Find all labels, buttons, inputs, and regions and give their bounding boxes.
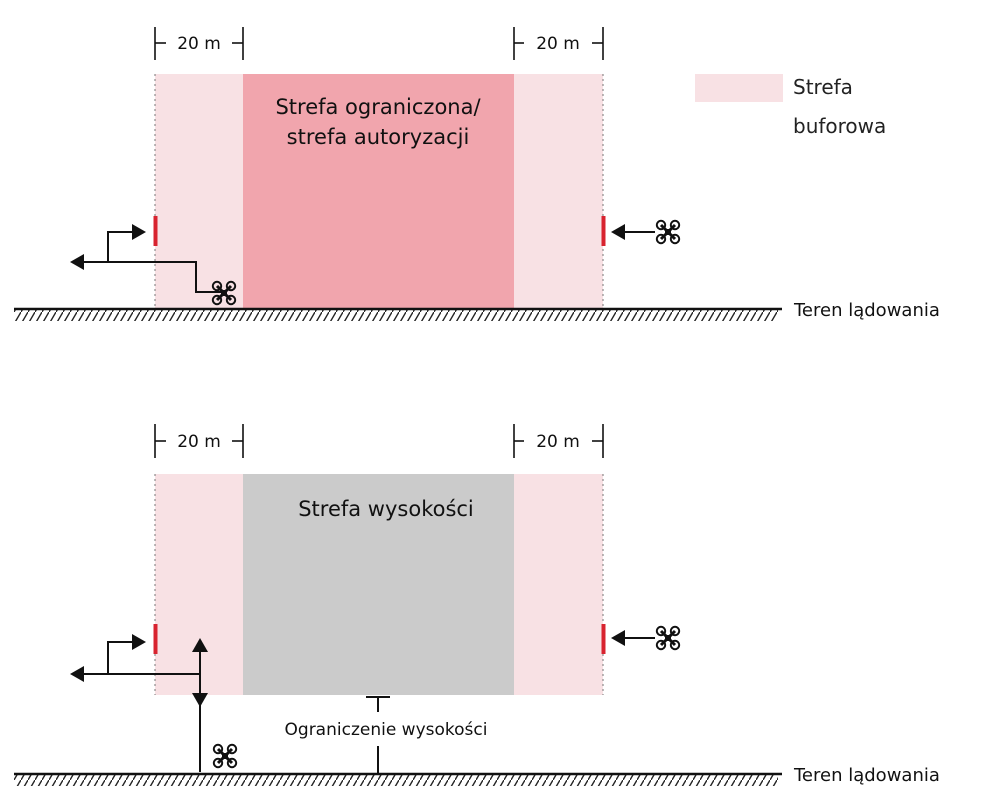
dimension-right: 20 m (513, 27, 604, 60)
approach-arrow (611, 224, 655, 240)
dimension-right-label: 20 m (536, 34, 580, 54)
legend: Strefa buforowa (695, 74, 886, 138)
legend-label-line2: buforowa (793, 114, 886, 138)
buffer-zone-right (514, 474, 603, 695)
restricted-zone (243, 74, 514, 308)
arrow-right-icon (132, 224, 146, 240)
dimension-left: 20 m (154, 424, 244, 458)
boundary-marker-right (601, 624, 606, 654)
exit-path-arrows (70, 224, 226, 293)
ground (14, 772, 782, 786)
dimension-left: 20 m (154, 27, 244, 60)
dimension-left-label: 20 m (177, 34, 221, 54)
restricted-zone-label-line2: strefa autoryzacji (287, 125, 470, 149)
boundary-marker-left (153, 624, 158, 654)
dimension-right: 20 m (513, 424, 604, 458)
top-diagram: 20 m 20 m Strefa ograniczona/ strefa aut… (14, 27, 940, 321)
exit-path-arrows (70, 634, 200, 682)
drone-icon (655, 219, 681, 245)
legend-swatch (695, 74, 783, 102)
dimension-right-label: 20 m (536, 432, 580, 452)
legend-label-line1: Strefa (793, 75, 853, 99)
arrow-left-icon (70, 666, 84, 682)
buffer-zone-left (155, 74, 243, 308)
ground-label: Teren lądowania (793, 300, 940, 321)
drone-icon (655, 625, 681, 651)
arrow-left-icon (611, 630, 625, 646)
arrow-left-icon (70, 254, 84, 270)
arrow-left-icon (611, 224, 625, 240)
ground-label: Teren lądowania (793, 765, 940, 786)
arrow-up-icon (192, 638, 208, 652)
restricted-zone-label-line1: Strefa ograniczona/ (275, 95, 481, 119)
arrow-right-icon (132, 634, 146, 650)
altitude-zone (243, 474, 514, 695)
bottom-diagram: 20 m 20 m Strefa wysokości (14, 424, 940, 786)
buffer-zone-right (514, 74, 603, 308)
boundary-marker-left (153, 216, 158, 246)
ground (14, 307, 782, 321)
boundary-marker-right (601, 216, 606, 246)
approach-arrow (611, 630, 655, 646)
height-limit-label: Ograniczenie wysokości (285, 720, 488, 740)
vertical-climb-arrow (192, 638, 208, 772)
dimension-left-label: 20 m (177, 432, 221, 452)
arrow-down-icon (192, 693, 208, 707)
altitude-zone-label: Strefa wysokości (298, 497, 474, 521)
height-limit-marker (366, 696, 390, 773)
drone-icon (212, 743, 238, 769)
